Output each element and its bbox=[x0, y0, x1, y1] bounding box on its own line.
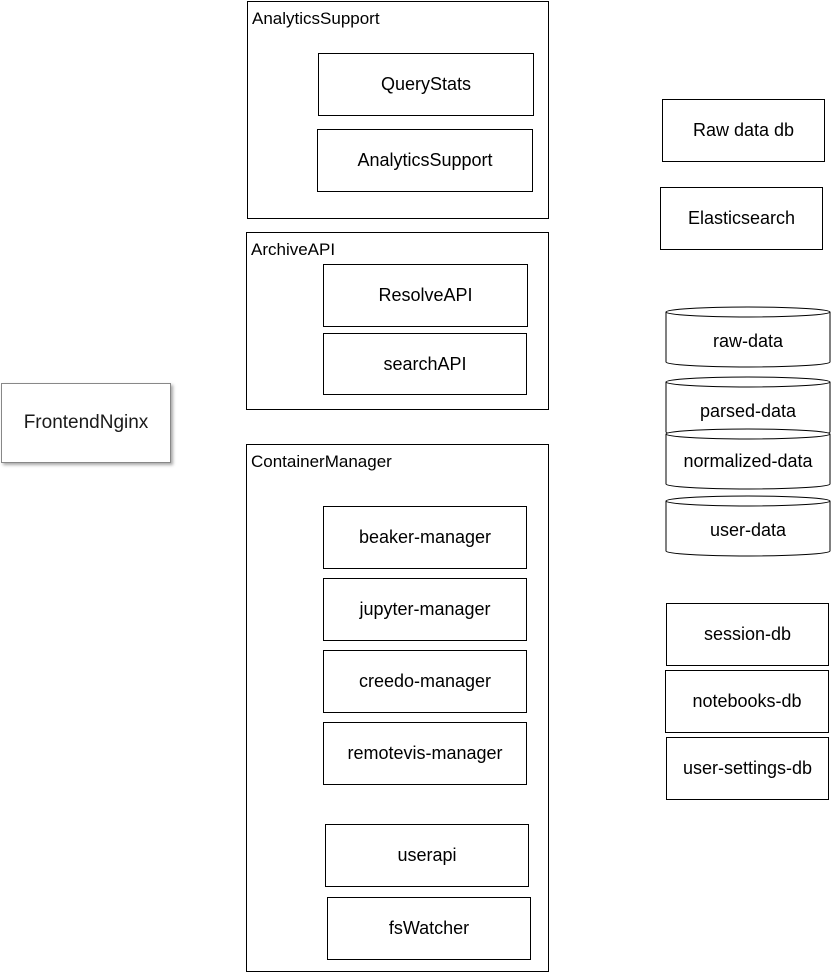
userapi-label: userapi bbox=[397, 845, 457, 865]
elasticsearch-label: Elasticsearch bbox=[687, 208, 796, 228]
search-api-label: searchAPI bbox=[383, 353, 467, 374]
normalized-data-cylinder: normalized-data bbox=[665, 428, 831, 490]
fswatcher-label: fsWatcher bbox=[388, 918, 470, 938]
user-settings-db-box: user-settings-db bbox=[666, 737, 829, 800]
frontend-nginx-label: FrontendNginx bbox=[23, 412, 149, 433]
session-db-label: session-db bbox=[703, 624, 792, 644]
container-manager-title: ContainerManager bbox=[251, 452, 392, 471]
raw-data-db-box: Raw data db bbox=[662, 99, 825, 162]
beaker-manager-label: beaker-manager bbox=[358, 527, 492, 547]
resolve-api-box: ResolveAPI bbox=[323, 264, 528, 327]
remotevis-manager-box: remotevis-manager bbox=[323, 722, 527, 785]
analytics-support-service-box: AnalyticsSupport bbox=[317, 129, 533, 192]
creedo-manager-box: creedo-manager bbox=[323, 650, 527, 713]
raw-data-db-label: Raw data db bbox=[692, 120, 795, 140]
cylinder-shape-icon bbox=[665, 306, 831, 368]
fswatcher-box: fsWatcher bbox=[327, 897, 531, 960]
jupyter-manager-label: jupyter-manager bbox=[359, 599, 491, 619]
notebooks-db-label: notebooks-db bbox=[692, 691, 802, 711]
userapi-box: userapi bbox=[325, 824, 529, 887]
parsed-data-label: parsed-data bbox=[699, 401, 797, 421]
parsed-data-cylinder: parsed-data bbox=[665, 376, 831, 438]
query-stats-label: QueryStats bbox=[380, 74, 472, 94]
jupyter-manager-box: jupyter-manager bbox=[323, 578, 527, 641]
user-settings-db-label: user-settings-db bbox=[682, 758, 813, 778]
beaker-manager-box: beaker-manager bbox=[323, 506, 527, 569]
raw-data-cylinder: raw-data bbox=[665, 306, 831, 368]
search-api-box: searchAPI bbox=[323, 333, 527, 395]
session-db-box: session-db bbox=[666, 603, 829, 666]
raw-data-label: raw-data bbox=[712, 331, 784, 351]
user-data-cylinder: user-data bbox=[665, 495, 831, 557]
frontend-nginx-box: FrontendNginx bbox=[1, 383, 171, 463]
elasticsearch-box: Elasticsearch bbox=[660, 187, 823, 250]
archive-api-title: ArchiveAPI bbox=[251, 240, 336, 259]
analytics-support-title: AnalyticsSupport bbox=[252, 9, 380, 28]
remotevis-manager-label: remotevis-manager bbox=[347, 743, 503, 763]
cylinder-shape-icon bbox=[665, 495, 831, 557]
creedo-manager-label: creedo-manager bbox=[358, 671, 492, 691]
normalized-data-label: normalized-data bbox=[683, 451, 813, 471]
cylinder-shape-icon bbox=[665, 428, 831, 490]
resolve-api-label: ResolveAPI bbox=[378, 285, 473, 305]
query-stats-box: QueryStats bbox=[318, 53, 534, 116]
analytics-support-service-label: AnalyticsSupport bbox=[357, 150, 493, 170]
user-data-label: user-data bbox=[709, 520, 787, 540]
notebooks-db-box: notebooks-db bbox=[665, 670, 829, 733]
